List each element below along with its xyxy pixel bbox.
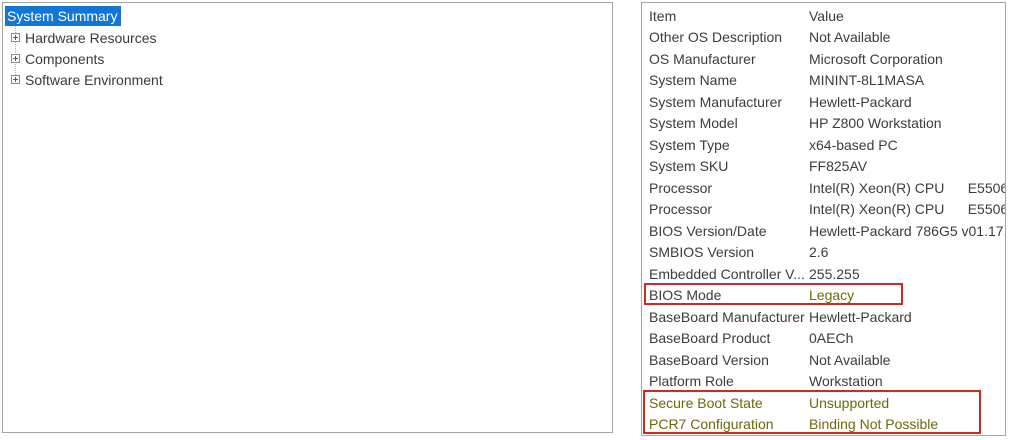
item-cell: System Manufacturer xyxy=(649,93,783,110)
value-cell: 255.255 xyxy=(809,265,860,282)
item-cell: System Type xyxy=(649,136,730,153)
table-row[interactable]: Processor Intel(R) Xeon(R) CPU E5506 xyxy=(642,177,1005,199)
value-cell: Not Available xyxy=(809,351,891,368)
expand-plus-icon[interactable] xyxy=(11,75,20,84)
item-cell: Platform Role xyxy=(649,373,734,390)
table-row[interactable]: SMBIOS Version 2.6 xyxy=(642,242,1005,264)
value-cell: Intel(R) Xeon(R) CPU E5506 xyxy=(809,179,1005,196)
item-cell: BaseBoard Version xyxy=(649,351,769,368)
item-cell: Processor xyxy=(649,201,713,218)
tree-item-label: Components xyxy=(25,50,105,67)
value-cell: Intel(R) Xeon(R) CPU E5506 xyxy=(809,201,1005,218)
tree-item[interactable]: Components xyxy=(3,48,612,69)
table-row[interactable]: Secure Boot State Unsupported xyxy=(642,392,1005,414)
table-row[interactable]: System Model HP Z800 Workstation xyxy=(642,113,1005,135)
tree-selected-item-label: System Summary xyxy=(5,6,122,26)
table-row[interactable]: PCR7 Configuration Binding Not Possible xyxy=(642,414,1005,436)
value-cell: Unsupported xyxy=(809,394,890,411)
item-cell: Secure Boot State xyxy=(649,394,763,411)
tree-guide-line xyxy=(15,25,16,81)
expand-plus-icon[interactable] xyxy=(11,54,20,63)
item-cell: System Model xyxy=(649,115,738,132)
value-cell: x64-based PC xyxy=(809,136,898,153)
item-cell: BIOS Version/Date xyxy=(649,222,767,239)
table-row[interactable]: Other OS Description Not Available xyxy=(642,27,1005,49)
table-row[interactable]: Processor Intel(R) Xeon(R) CPU E5506 xyxy=(642,199,1005,221)
value-cell: Microsoft Corporation xyxy=(809,50,943,67)
table-row[interactable]: Platform Role Workstation xyxy=(642,371,1005,393)
item-cell: Processor xyxy=(649,179,713,196)
item-cell: PCR7 Configuration xyxy=(649,416,774,433)
tree-item-system-summary[interactable]: System Summary xyxy=(5,6,612,26)
item-cell: BIOS Mode xyxy=(649,287,722,304)
table-row[interactable]: System Manufacturer Hewlett-Packard xyxy=(642,91,1005,113)
value-cell: HP Z800 Workstation xyxy=(809,115,942,132)
item-cell: Embedded Controller V... xyxy=(649,265,805,282)
value-cell: Hewlett-Packard xyxy=(809,308,912,325)
tree-item-label: Hardware Resources xyxy=(25,29,157,46)
item-cell: BaseBoard Manufacturer xyxy=(649,308,805,325)
value-cell: 0AECh xyxy=(809,330,854,347)
tree-item[interactable]: Hardware Resources xyxy=(3,27,612,48)
item-cell: System SKU xyxy=(649,158,729,175)
value-cell: Workstation xyxy=(809,373,883,390)
item-cell: BaseBoard Product xyxy=(649,330,771,347)
tree-item-label: Software Environment xyxy=(25,71,163,88)
table-row[interactable]: Embedded Controller V...255.255 xyxy=(642,263,1005,285)
value-cell: 2.6 xyxy=(809,244,829,261)
column-header-value[interactable]: Value xyxy=(809,7,844,24)
item-cell: OS Manufacturer xyxy=(649,50,756,67)
expand-plus-icon[interactable] xyxy=(11,33,20,42)
value-cell: Not Available xyxy=(809,29,891,46)
table-row[interactable]: System SKU FF825AV xyxy=(642,156,1005,178)
table-row[interactable]: OS Manufacturer Microsoft Corporation xyxy=(642,48,1005,70)
value-cell: Legacy xyxy=(809,287,855,304)
table-row[interactable]: BIOS Version/Date Hewlett-Packard 786G5 v… xyxy=(642,220,1005,242)
column-header-item[interactable]: Item xyxy=(649,7,677,24)
table-row[interactable]: BaseBoard Product 0AECh xyxy=(642,328,1005,350)
tree-item[interactable]: Software Environment xyxy=(3,69,612,90)
table-row[interactable]: System Name MININT-8L1MASA xyxy=(642,70,1005,92)
table-row[interactable]: BaseBoard Version Not Available xyxy=(642,349,1005,371)
value-cell: FF825AV xyxy=(809,158,868,175)
value-cell: Hewlett-Packard 786G5 v01.17, 8/ xyxy=(809,222,1005,239)
item-cell: Other OS Description xyxy=(649,29,783,46)
value-cell: MININT-8L1MASA xyxy=(809,72,925,89)
item-cell: System Name xyxy=(649,72,737,89)
value-cell: Hewlett-Packard xyxy=(809,93,912,110)
value-cell: Binding Not Possible xyxy=(809,416,939,433)
item-cell: SMBIOS Version xyxy=(649,244,755,261)
table-row[interactable]: BIOS Mode Legacy xyxy=(642,285,1005,307)
details-header-row: Item Value xyxy=(642,5,1005,27)
table-row[interactable]: System Type x64-based PC xyxy=(642,134,1005,156)
